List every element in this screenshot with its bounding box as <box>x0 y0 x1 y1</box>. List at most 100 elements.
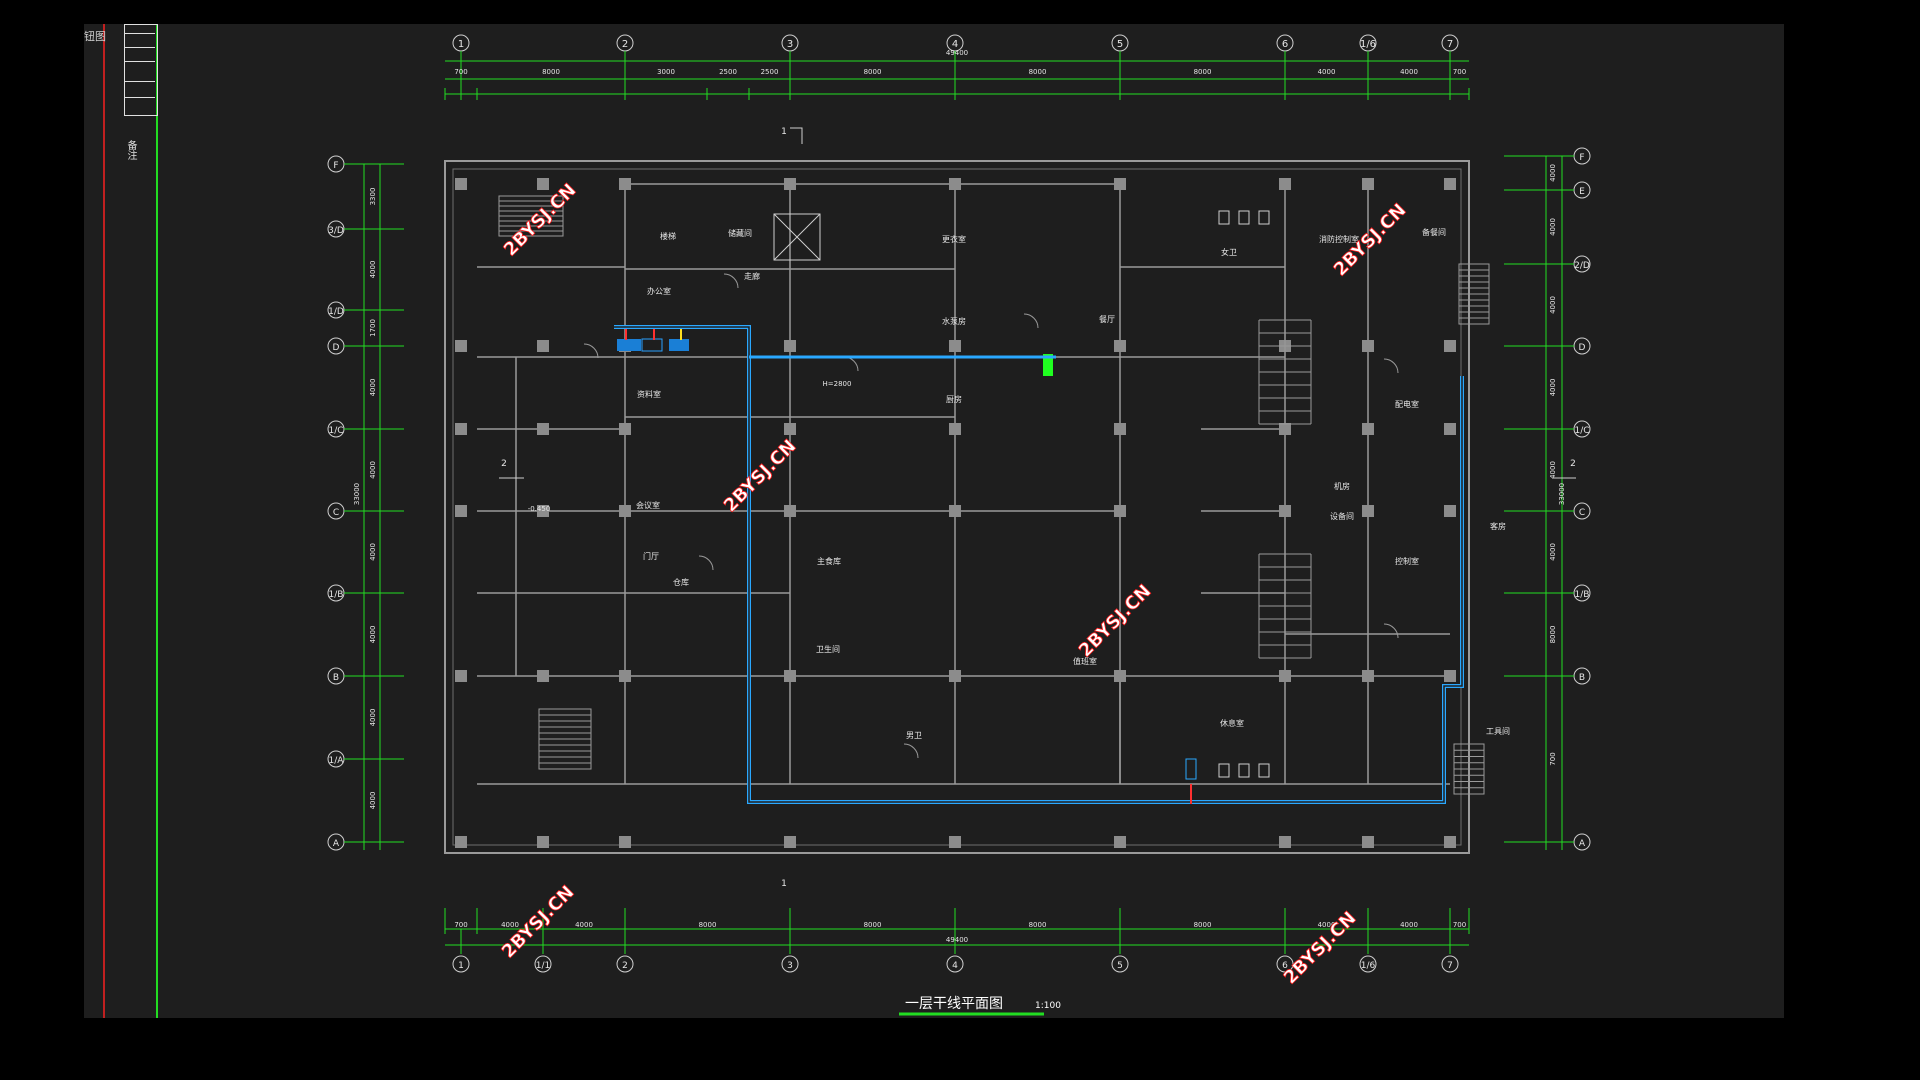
top-axis-label: 1 <box>458 39 464 50</box>
structural-column <box>537 340 549 352</box>
room-label: 更衣室 <box>942 234 966 244</box>
equipment-box <box>641 338 663 352</box>
right-overall-dim: 33000 <box>1558 483 1566 505</box>
bottom-dim-value: 8000 <box>864 921 882 929</box>
bottom-axis-label: 5 <box>1117 961 1123 971</box>
top-axis-label: 7 <box>1447 39 1453 50</box>
room-label: 主食库 <box>817 556 841 566</box>
room-label: 餐厅 <box>1099 315 1115 324</box>
bottom-dim-value: 4000 <box>1318 921 1336 929</box>
structural-column <box>455 836 467 848</box>
bottom-axis-bubble <box>1111 955 1129 973</box>
structural-column <box>1362 505 1374 517</box>
structural-column <box>1444 423 1456 435</box>
left-dim-value: 4000 <box>369 626 377 644</box>
right-axis-label: B <box>1579 673 1585 683</box>
right-dim-value: 4000 <box>1549 543 1557 561</box>
bottom-overall-dim: 49400 <box>946 936 968 944</box>
structural-column <box>1279 670 1291 682</box>
structural-column <box>537 505 549 517</box>
room-label: 值班室 <box>1073 656 1097 666</box>
left-axis-label: C <box>333 508 339 518</box>
structural-column <box>949 505 961 517</box>
door-swing <box>903 743 919 759</box>
bottom-axis-bubble <box>616 955 634 973</box>
structural-column <box>1362 670 1374 682</box>
structural-column <box>1362 178 1374 190</box>
top-dim-value: 4000 <box>1400 68 1418 76</box>
door-swing <box>1023 313 1039 329</box>
structural-column <box>619 423 631 435</box>
section-mark-left: 2 <box>501 459 507 469</box>
top-axis-label: 5 <box>1117 39 1123 50</box>
structural-column <box>784 670 796 682</box>
bottom-axis-bubble <box>534 955 552 973</box>
section-mark-top: 1 <box>781 127 787 137</box>
top-axis-label: 6 <box>1282 39 1288 50</box>
drawing-scale: 1:100 <box>1035 1001 1061 1011</box>
structural-column <box>455 178 467 190</box>
structural-column <box>537 178 549 190</box>
sanitary-fixture <box>1238 210 1250 225</box>
drawing-title: 一层干线平面图 <box>905 996 1003 1012</box>
structural-column <box>537 423 549 435</box>
left-overall-dim: 33000 <box>353 483 361 505</box>
bottom-dim-value: 8000 <box>699 921 717 929</box>
structural-column <box>949 178 961 190</box>
room-label: 配电室 <box>1395 399 1419 409</box>
section-mark-bottom: 1 <box>781 879 787 889</box>
structural-column <box>455 340 467 352</box>
top-dim-value: 8000 <box>864 68 882 76</box>
right-dim-value: 700 <box>1549 752 1557 765</box>
structural-column <box>1362 836 1374 848</box>
top-axis-label: 4 <box>952 39 958 50</box>
room-label: 休息室 <box>1220 718 1244 728</box>
left-dim-value: 4000 <box>369 261 377 279</box>
structural-column <box>1444 340 1456 352</box>
structural-column <box>1444 178 1456 190</box>
structural-column <box>1444 505 1456 517</box>
bottom-axis-label: 6 <box>1282 961 1288 971</box>
top-dim-value: 3000 <box>657 68 675 76</box>
bottom-dim-value: 700 <box>1453 921 1466 929</box>
room-label: 厨房 <box>946 394 962 404</box>
room-label: 储藏间 <box>728 228 752 238</box>
door-swing <box>698 555 714 571</box>
structural-column <box>1362 340 1374 352</box>
equipment-blue <box>669 339 689 351</box>
right-dim-value: 4000 <box>1549 296 1557 314</box>
top-dim-value: 2500 <box>719 68 737 76</box>
room-label: 办公室 <box>647 286 671 296</box>
top-dim-value: 8000 <box>542 68 560 76</box>
structural-column <box>949 423 961 435</box>
room-label: 工具间 <box>1486 727 1510 736</box>
left-axis-label: B <box>333 673 339 683</box>
structural-column <box>784 505 796 517</box>
left-dim-value: 4000 <box>369 792 377 810</box>
sanitary-fixture <box>1258 210 1270 225</box>
structural-column <box>1114 340 1126 352</box>
bottom-axis-bubble <box>781 955 799 973</box>
room-label: 机房 <box>1334 481 1350 491</box>
left-dim-value: 4000 <box>369 379 377 397</box>
left-axis-label: 1/D <box>328 307 344 317</box>
bottom-dim-value: 4000 <box>501 921 519 929</box>
structural-column <box>537 836 549 848</box>
door-swing <box>1383 623 1399 639</box>
left-axis-label: 1/A <box>329 756 345 766</box>
side-label: 备注 <box>125 140 136 160</box>
right-dim-value: 4000 <box>1549 379 1557 397</box>
sanitary-fixture <box>1218 763 1230 778</box>
bottom-axis-label: 4 <box>952 961 958 971</box>
watermark: 2BYSJ.CN <box>1280 908 1361 989</box>
structural-column <box>1444 836 1456 848</box>
structural-column <box>1114 505 1126 517</box>
bottom-axis-label: 1/1 <box>536 961 550 971</box>
bottom-axis-label: 1 <box>458 961 464 971</box>
left-axis-label: A <box>333 839 340 849</box>
structural-column <box>619 836 631 848</box>
sanitary-fixture <box>1258 763 1270 778</box>
bottom-dim-value: 8000 <box>1029 921 1047 929</box>
